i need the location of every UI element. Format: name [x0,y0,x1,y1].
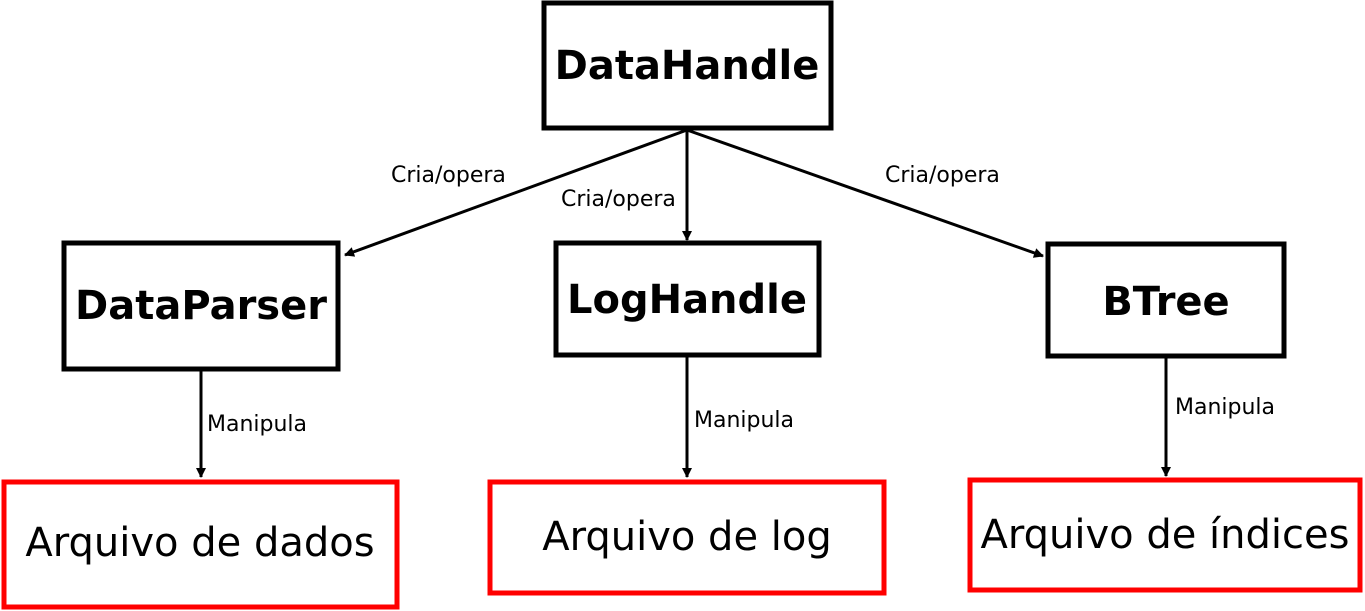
file-data: Arquivo de dados [1,479,400,610]
file-index-label: Arquivo de índices [981,512,1350,558]
arrow-datahandle-to-dataparser [344,128,688,257]
edge-label-to-dataparser: Cria/opera [391,163,506,188]
file-log: Arquivo de log [487,479,887,596]
arrow-datahandle-to-btree [686,128,1044,258]
edge-label-loghandle-file: Manipula [694,408,794,433]
edge-label-to-loghandle: Cria/opera [561,187,676,212]
node-loghandle-label: LogHandle [567,277,807,323]
edge-label-to-btree: Cria/opera [885,163,1000,188]
node-datahandle: DataHandle [541,0,834,131]
node-loghandle: LogHandle [553,240,822,358]
node-btree-label: BTree [1102,279,1229,325]
node-datahandle-label: DataHandle [555,43,820,89]
file-data-label: Arquivo de dados [25,520,374,566]
edge-label-btree-file: Manipula [1175,395,1275,420]
file-log-label: Arquivo de log [542,514,832,560]
node-btree: BTree [1045,241,1287,359]
node-dataparser: DataParser [61,240,341,372]
file-index: Arquivo de índices [967,477,1363,593]
node-dataparser-label: DataParser [75,283,327,329]
edge-label-dataparser-file: Manipula [207,412,307,437]
